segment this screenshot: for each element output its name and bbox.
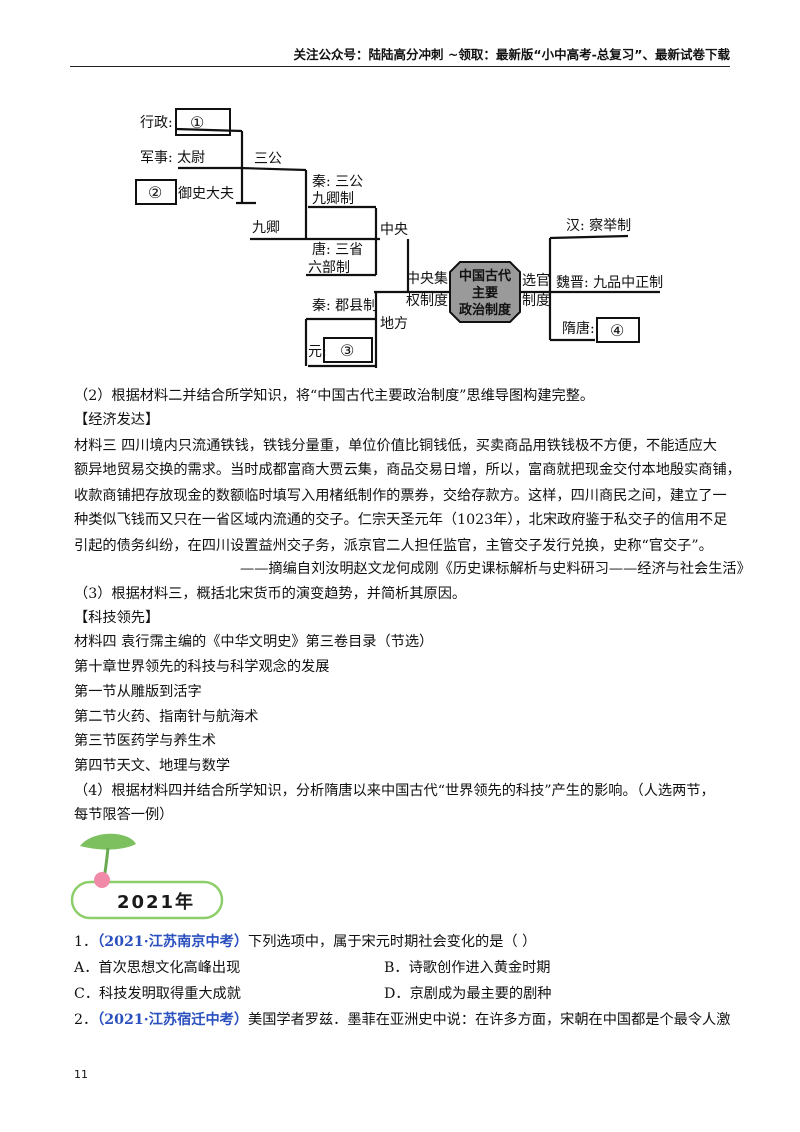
text-line: 第三节医药学与养生术: [74, 733, 216, 749]
lotus-leaf-icon: [80, 833, 136, 850]
year-banner-text: 2021年: [117, 891, 195, 913]
label-qin2: 九卿制: [312, 191, 354, 207]
question-source: （2021·江苏南京中考）: [97, 934, 249, 950]
text-line: （3）根据材料三，概括北宋货币的演变趋势，并简析其原因。: [74, 586, 467, 602]
blank-box-2: [135, 179, 177, 205]
blank-box-3: [323, 337, 373, 363]
text-line: （4）根据材料四并结合所学知识，分析隋唐以来中国古代“世界领先的科技”产生的影响…: [74, 783, 715, 799]
page-number: 11: [74, 1068, 88, 1081]
label-jiuqing: 九卿: [252, 220, 280, 236]
center-text-3: 政治制度: [459, 302, 512, 318]
label-junshi: 军事: 太尉: [140, 150, 205, 166]
text-line: 每节限答一例）: [74, 807, 174, 823]
label-jq1: 中央集: [406, 270, 448, 287]
mark-4: ④: [610, 321, 624, 340]
label-jq2: 权制度: [406, 293, 448, 309]
center-node: [449, 261, 521, 323]
label-tang1: 唐: 三省: [312, 241, 363, 258]
label-sangong: 三公: [254, 151, 282, 167]
question-2-stem: 2．（2021·江苏宿迁中考）美国学者罗兹．墨菲在亚洲史中说：在许多方面，宋朝在…: [74, 1012, 731, 1028]
blank-box-4: [596, 317, 640, 343]
lotus-flower-icon: [94, 872, 110, 888]
text-line: 材料三 四川境内只流通铁钱，铁钱分量重，单位价值比铜钱低，买卖商品用铁钱极不方便…: [74, 438, 717, 454]
label-han: 汉: 察举制: [566, 217, 631, 234]
option-b: B．诗歌创作进入黄金时期: [384, 960, 551, 976]
mark-1: ①: [190, 113, 204, 132]
label-suitang: 隋唐:: [562, 320, 595, 337]
option-c: C．科技发明取得重大成就: [74, 986, 241, 1002]
page-header: 关注公众号：陆陆高分冲刺 ~领取：最新版“小中高考-总复习”、最新试卷下载: [70, 44, 730, 67]
year-banner: 2021年: [70, 833, 224, 920]
label-weijin: 魏晋: 九品中正制: [556, 275, 663, 291]
label-qin-junxian: 秦: 郡县制: [312, 298, 377, 314]
label-xingzheng: 行政:: [140, 115, 173, 131]
text-line: 第四节天文、地理与数学: [74, 758, 231, 774]
label-tang2: 六部制: [308, 260, 350, 276]
option-d: D．京剧成为最主要的剧种: [384, 986, 552, 1002]
political-system-mindmap: 行政: ① 军事: 太尉 ② 御史大夫 三公 九卿 秦: 三公 九卿制 唐: 三…: [135, 108, 663, 368]
text-line: （2）根据材料二并结合所学知识，将“中国古代主要政治制度”思维导图构建完整。: [74, 388, 595, 404]
mark-3: ③: [340, 341, 354, 360]
center-text-2: 主要: [472, 285, 498, 301]
label-xg2: 制度: [522, 293, 550, 309]
text-line: 【经济发达】: [74, 412, 160, 428]
label-qin1: 秦: 三公: [312, 174, 363, 190]
label-yuan: 元:: [308, 344, 327, 360]
header-text: 关注公众号：陆陆高分冲刺 ~领取：最新版“小中高考-总复习”、最新试卷下载: [293, 47, 730, 62]
text-line: 引起的债务纠纷，在四川设置益州交子务，派京官二人担任监官，主管交子发行兑换，史称…: [74, 538, 713, 554]
blank-box-1: [175, 108, 231, 136]
text-line: 额异地贸易交换的需求。当时成都富商大贾云集，商品交易日增，所以，富商就把现金交付…: [74, 462, 741, 478]
text-line: 种类似飞钱而又只在一省区域内流通的交子。仁宗天圣元年（1023年），北宋政府鉴于…: [74, 512, 728, 528]
text-line: 第十章世界领先的科技与科学观念的发展: [74, 659, 330, 675]
option-a: A．首次思想文化高峰出现: [74, 960, 241, 976]
citation: ——摘编自刘汝明赵文龙何成刚《历史课标解析与史料研习——经济与社会生活》: [240, 561, 751, 577]
label-xg1: 选官: [522, 273, 550, 289]
label-difang: 地方: [380, 316, 408, 332]
text-line: 收款商铺把存放现金的数额临时填写入用楮纸制作的票券，交给存款方。这样，四川商民之…: [74, 488, 727, 504]
text-line: 【科技领先】: [74, 610, 160, 626]
question-source: （2021·江苏宿迁中考）: [97, 1012, 249, 1028]
center-text-1: 中国古代: [459, 268, 511, 284]
question-1-stem: 1．（2021·江苏南京中考）下列选项中，属于宋元时期社会变化的是（ ）: [74, 934, 537, 950]
text-line: 第二节火药、指南针与航海术: [74, 709, 259, 725]
text-line: 材料四 袁行霈主编的《中华文明史》第三卷目录（节选）: [74, 634, 434, 650]
mark-2: ②: [148, 183, 162, 202]
label-zhongyang: 中央: [380, 222, 408, 238]
label-yushi: 御史大夫: [178, 186, 234, 202]
text-line: 第一节从雕版到活字: [74, 684, 202, 700]
